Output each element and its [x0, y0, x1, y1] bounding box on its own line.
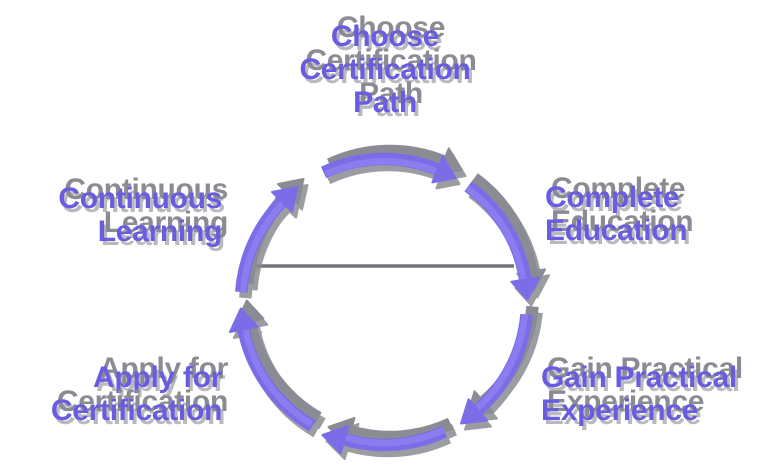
step-label-complete-education: Complete Education: [545, 181, 688, 247]
step-label-continuous-learning: Continuous Learning: [58, 182, 222, 248]
cycle-arrows: [228, 152, 540, 454]
cycle-arrow-lower-right-icon: [460, 313, 533, 425]
cycle-arrow-lower-left-icon: [228, 307, 316, 432]
cycle-arrow-upper-left-icon: [235, 186, 299, 293]
step-label-choose-certification-path: Choose Certification Path: [299, 20, 471, 119]
cycle-arrow-upper-right-icon: [464, 181, 540, 301]
cycle-arrow-top-icon: [320, 152, 457, 184]
step-label-apply-for-certification: Apply for Certification: [50, 361, 222, 427]
step-label-gain-practical-experience: Gain Practical Experience: [541, 361, 737, 427]
cycle-arrow-bottom-icon: [321, 425, 448, 454]
